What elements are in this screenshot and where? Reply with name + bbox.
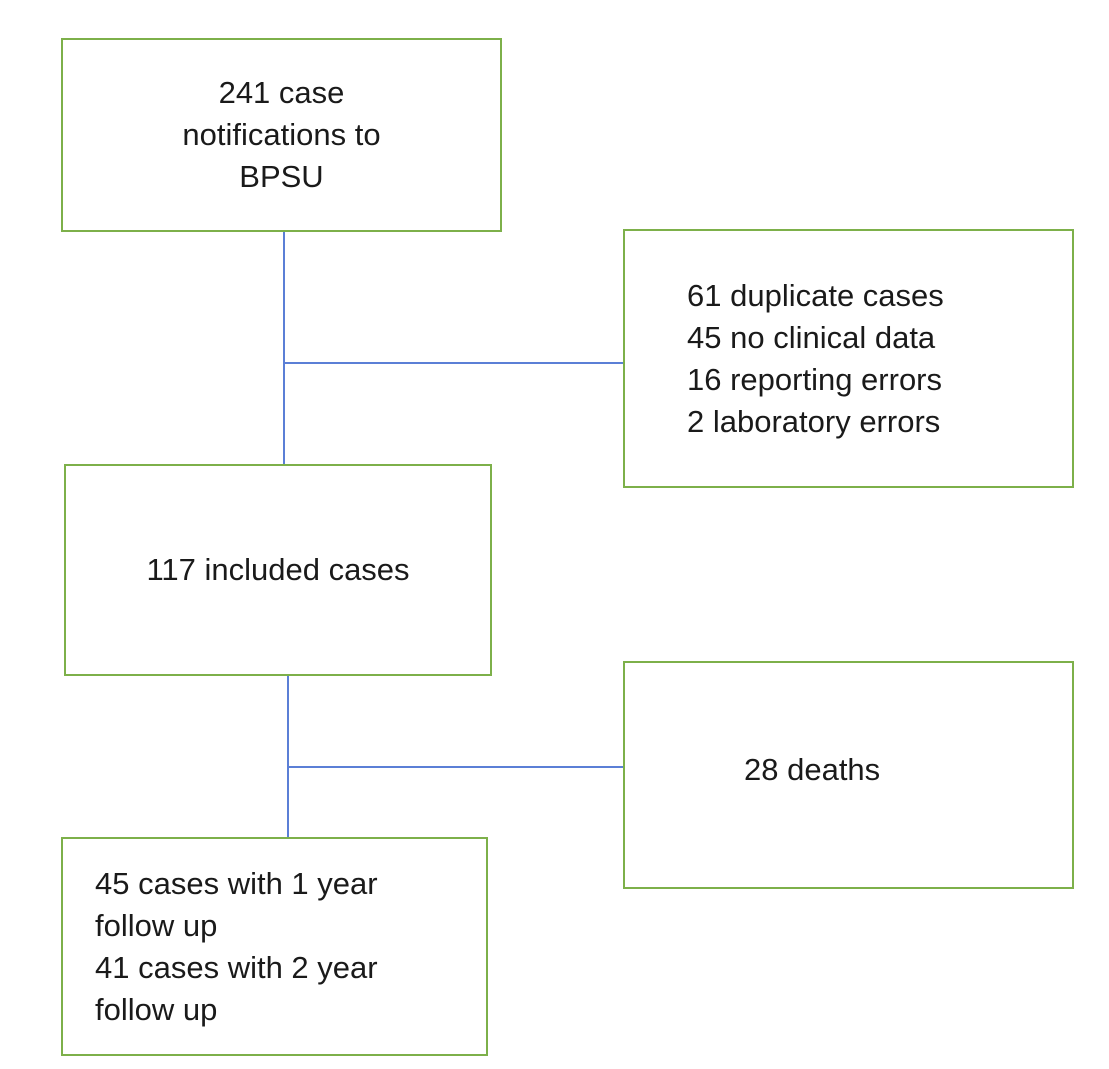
excluded-line-duplicates: 61 duplicate cases bbox=[687, 278, 944, 313]
excluded-line-laboratory-errors: 2 laboratory errors bbox=[687, 404, 941, 440]
connector-to-excluded bbox=[284, 362, 623, 364]
followup-line-2-year: 41 cases with 2 year follow up bbox=[95, 950, 378, 1028]
excluded-line-no-clinical-data: 45 no clinical data bbox=[687, 320, 936, 356]
included-box: 117 included cases bbox=[64, 464, 492, 676]
deaths-box: 28 deaths bbox=[623, 661, 1074, 889]
notifications-text: 241 case notifications to BPSU bbox=[182, 74, 381, 195]
included-text: 117 included cases bbox=[146, 551, 410, 587]
connector-to-deaths bbox=[288, 766, 623, 768]
notifications-box: 241 case notifications to BPSU bbox=[61, 38, 502, 232]
excluded-line-reporting-errors: 16 reporting errors bbox=[687, 362, 943, 398]
followup-box: 45 cases with 1 year follow up 41 cases … bbox=[61, 837, 488, 1056]
deaths-text: 28 deaths bbox=[744, 752, 881, 787]
connector-notifications-to-included bbox=[283, 232, 285, 464]
connector-included-to-followup bbox=[287, 676, 289, 837]
excluded-box: 61 duplicate cases 45 no clinical data 1… bbox=[623, 229, 1074, 488]
followup-line-1-year: 45 cases with 1 year follow up bbox=[95, 866, 378, 944]
